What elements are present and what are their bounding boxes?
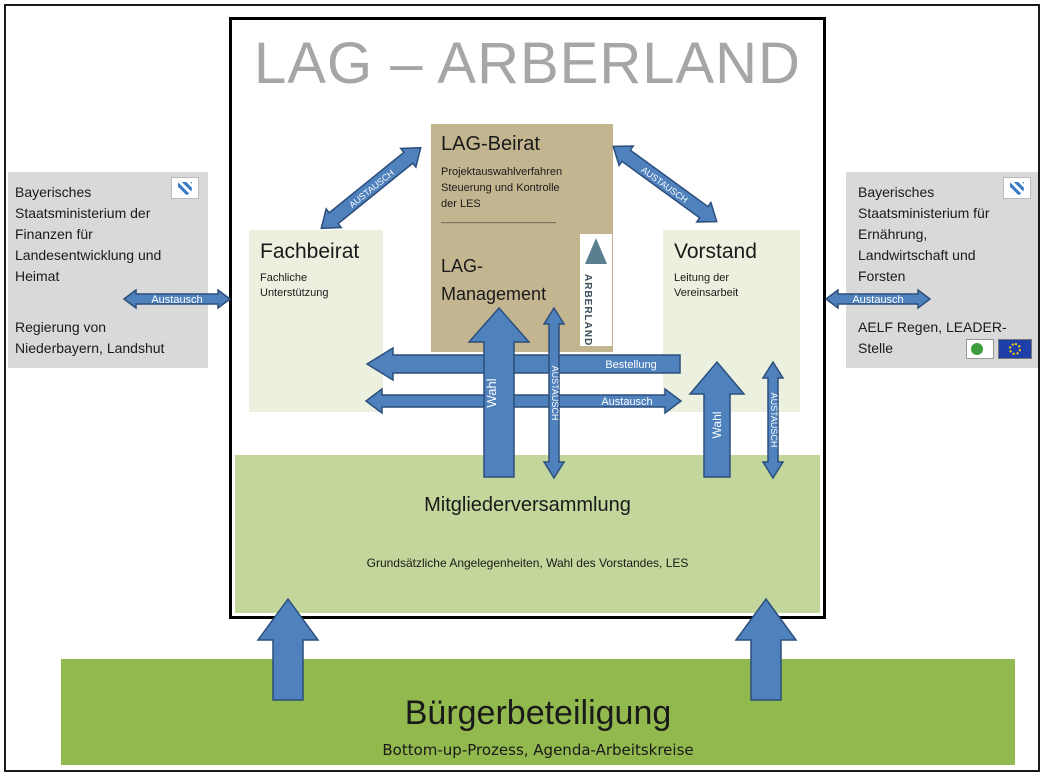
buergerbeteiligung-desc: Bottom-up-Prozess, Agenda-Arbeitskreise (382, 741, 694, 759)
bestellung-arrow-label: Bestellung (605, 359, 656, 371)
austausch-vertical-arrow-beirat (542, 306, 566, 480)
right-ministry-panel (846, 172, 1038, 368)
lag-management-label: LAG- Management (441, 256, 547, 304)
citizen-arrow-left (256, 597, 320, 701)
lag-beirat-desc: Projektauswahlverfahren Steuerung und Ko… (441, 166, 563, 210)
buergerbeteiligung-box (61, 659, 1015, 765)
lag-beirat-divider: _______________________ (441, 213, 557, 223)
bavaria-crest-icon (1003, 177, 1031, 199)
vorstand-title: Vorstand (674, 240, 757, 263)
exchange-arrow-right (824, 288, 932, 310)
left-ministry-text: Bayerisches Staatsministerium der Finanz… (15, 184, 162, 284)
austausch-vertical-arrow-beirat-label: AUSTAUSCH (550, 366, 560, 421)
austausch-vertical-arrow-vorstand (761, 360, 785, 480)
eu-flag-icon (998, 339, 1032, 359)
exchange-arrow-left (122, 288, 232, 310)
mitgliederversammlung-desc: Grundsätzliche Angelegenheiten, Wahl des… (366, 556, 689, 570)
lag-beirat-title: LAG-Beirat (441, 133, 540, 155)
bavaria-crest-icon (171, 177, 199, 199)
left-ministry-panel (8, 172, 208, 368)
exchange-arrow-upper-right-label: AUSTAUSCH (639, 165, 689, 205)
austausch-horizontal-arrow-label: Austausch (601, 396, 652, 408)
fachbeirat-title: Fachbeirat (260, 240, 360, 263)
wahl-arrow-beirat (467, 306, 531, 478)
wahl-arrow-beirat-label: Wahl (484, 378, 499, 407)
right-authority-text: AELF Regen, LEADER- Stelle (858, 319, 1007, 356)
exchange-arrow-upper-left-label: AUSTAUSCH (347, 168, 396, 210)
leader-logo-icon (966, 339, 994, 359)
fachbeirat-box (249, 230, 383, 412)
exchange-arrow-beirat-vorstand (612, 145, 718, 223)
page-title: LAG – ARBERLAND (254, 31, 801, 96)
bestellung-arrow (365, 346, 681, 382)
right-ministry-text: Bayerisches Staatsministerium für Ernähr… (858, 184, 990, 284)
mitgliederversammlung-title: Mitgliederversammlung (424, 494, 631, 516)
citizen-arrow-right (734, 597, 798, 701)
fachbeirat-desc: Fachliche Unterstützung (260, 272, 329, 299)
austausch-vertical-arrow-vorstand-label: AUSTAUSCH (769, 393, 779, 448)
vorstand-desc: Leitung der Vereinsarbeit (674, 272, 739, 299)
left-authority-text: Regierung von Niederbayern, Landshut (15, 319, 165, 356)
arberland-logo-text: ARBERLAND (582, 274, 593, 347)
mitgliederversammlung-box (235, 455, 820, 613)
buergerbeteiligung-title: Bürgerbeteiligung (404, 694, 672, 732)
wahl-arrow-vorstand-label: Wahl (710, 412, 724, 439)
outer-frame (4, 4, 1040, 772)
exchange-arrow-beirat-fachbeirat (320, 146, 422, 230)
exchange-arrow-right-label: Austausch (852, 294, 903, 306)
austausch-horizontal-arrow (364, 387, 683, 415)
exchange-arrow-left-label: Austausch (151, 294, 202, 306)
wahl-arrow-vorstand (688, 360, 746, 478)
arberland-logo: ARBERLAND (580, 234, 612, 346)
